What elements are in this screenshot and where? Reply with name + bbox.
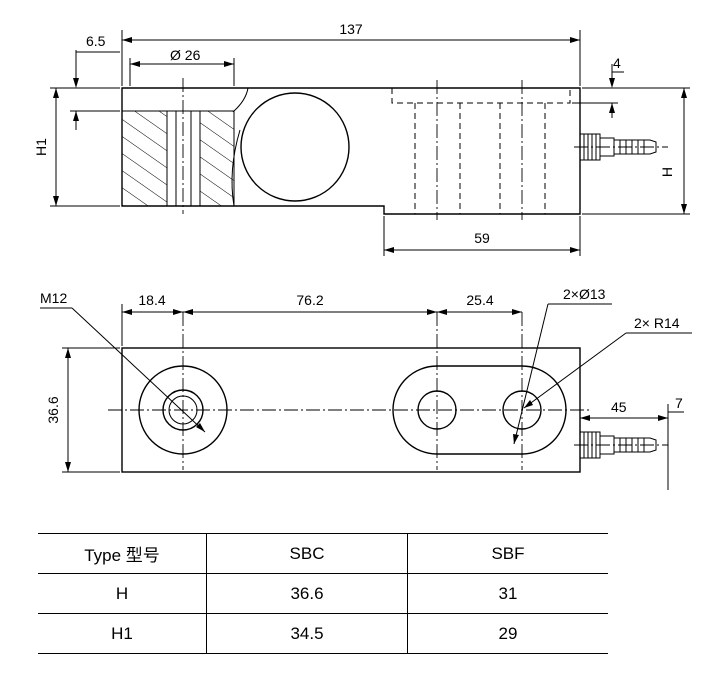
dim-width: 36.6 [45, 396, 61, 423]
top-cable-gland [574, 431, 668, 459]
table-row: H1 34.5 29 [38, 613, 608, 654]
strain-gauge-hole [240, 92, 350, 202]
row-value-sbf: 31 [407, 573, 608, 614]
dim-cable-offset: 7 [675, 395, 683, 411]
side-cable-gland [574, 133, 668, 161]
dim-hole-dia: Ø 26 [170, 47, 201, 63]
dim-height-h: H [659, 167, 675, 177]
dim-top-length: 137 [339, 21, 363, 37]
technical-drawing: 137 6.5 Ø 26 H1 4 [33, 21, 692, 490]
dim-bottom-length: 59 [474, 230, 490, 246]
dim-d1: 18.4 [138, 292, 165, 308]
dim-thread: M12 [40, 290, 67, 306]
header-type: Type 型号 [38, 533, 207, 574]
header-sbf: SBF [407, 533, 608, 574]
dim-cable-pos: 45 [611, 399, 627, 415]
dim-radius: 2× R14 [634, 315, 680, 331]
dim-height-h1: H1 [33, 138, 49, 156]
dim-right-offset: 4 [613, 55, 621, 71]
side-view: 137 6.5 Ø 26 H1 4 [33, 21, 690, 256]
dim-d2: 76.2 [296, 292, 323, 308]
table-header-row: Type 型号 SBC SBF [38, 533, 608, 574]
row-value-sbf: 29 [407, 613, 608, 654]
header-sbc: SBC [206, 533, 408, 574]
table-row: H 36.6 31 [38, 573, 608, 614]
dim-left-offset: 6.5 [86, 33, 106, 49]
top-view: 18.4 76.2 25.4 M12 2×Ø13 2× R14 36.6 45 [40, 286, 692, 490]
row-value-sbc: 36.6 [206, 573, 408, 614]
dim-d3: 25.4 [466, 292, 493, 308]
spec-table: Type 型号 SBC SBF H 36.6 31 H1 34.5 29 [38, 533, 608, 654]
row-label: H1 [38, 613, 207, 654]
dim-holes: 2×Ø13 [563, 286, 606, 302]
row-label: H [38, 573, 207, 614]
row-value-sbc: 34.5 [206, 613, 408, 654]
